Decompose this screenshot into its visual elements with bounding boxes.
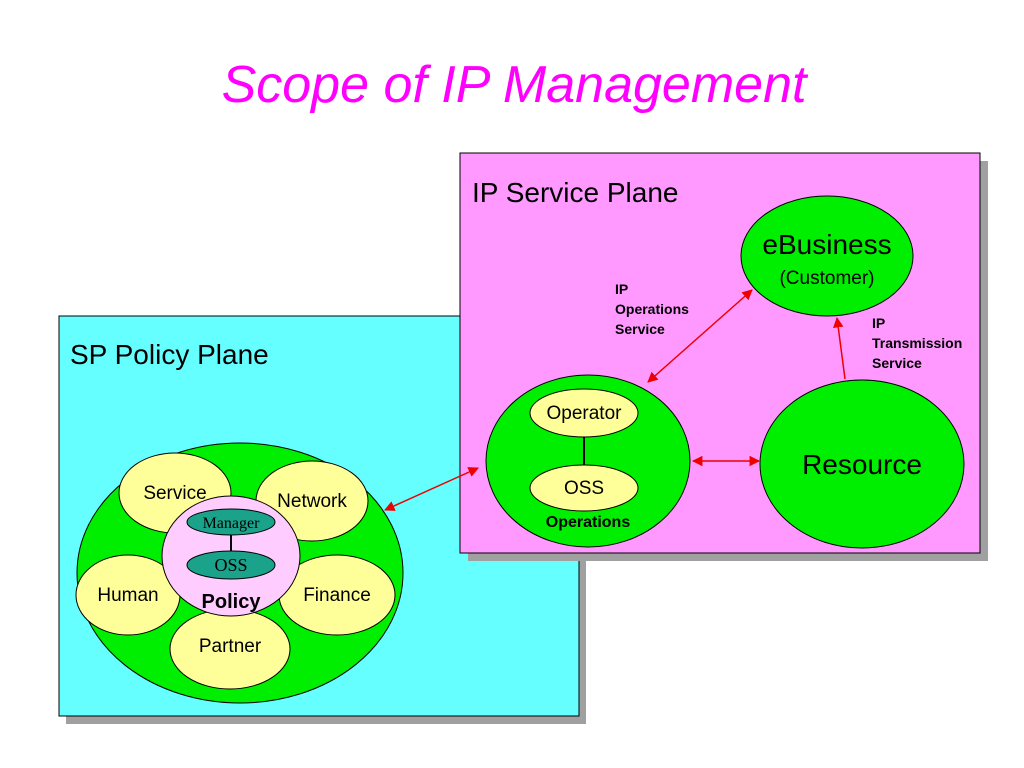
trans-line-3: Service xyxy=(872,355,922,371)
human-label: Human xyxy=(97,585,158,606)
policy-manager-label: Manager xyxy=(203,515,261,532)
slide-title: Scope of IP Management xyxy=(222,56,809,114)
policy-plane-label: SP Policy Plane xyxy=(70,339,269,370)
policy-label: Policy xyxy=(202,591,262,613)
partner-label: Partner xyxy=(199,636,262,657)
trans-line-1: IP xyxy=(872,315,885,331)
ops-line-2: Operations xyxy=(615,301,689,317)
service-label: Service xyxy=(143,483,206,504)
ebusiness-title: eBusiness xyxy=(762,229,891,260)
policy-oss-node xyxy=(186,550,276,580)
operations-to-ebusiness-arrow xyxy=(647,289,753,383)
ops-line-1: IP xyxy=(615,281,628,297)
operations-oss-label: OSS xyxy=(564,478,604,499)
policy-oss-label: OSS xyxy=(214,555,247,575)
operations-label: Operations xyxy=(546,514,631,531)
ip-transmission-service-label: IP Transmission Service xyxy=(872,315,962,371)
ebusiness-node xyxy=(740,195,914,317)
service-plane: IP Service Plane eBusiness (Customer) Op… xyxy=(459,152,988,561)
trans-line-2: Transmission xyxy=(872,335,962,351)
ebusiness-subtitle: (Customer) xyxy=(779,268,874,289)
policy-to-operations-arrow xyxy=(384,467,479,511)
network-label: Network xyxy=(277,491,347,512)
finance-label: Finance xyxy=(303,585,371,606)
operations-oss-node xyxy=(529,464,639,512)
service-plane-label: IP Service Plane xyxy=(472,177,679,208)
resource-label: Resource xyxy=(802,449,922,480)
ops-line-3: Service xyxy=(615,321,665,337)
resource-to-ebusiness-arrow xyxy=(833,316,846,380)
operator-label: Operator xyxy=(547,403,623,424)
